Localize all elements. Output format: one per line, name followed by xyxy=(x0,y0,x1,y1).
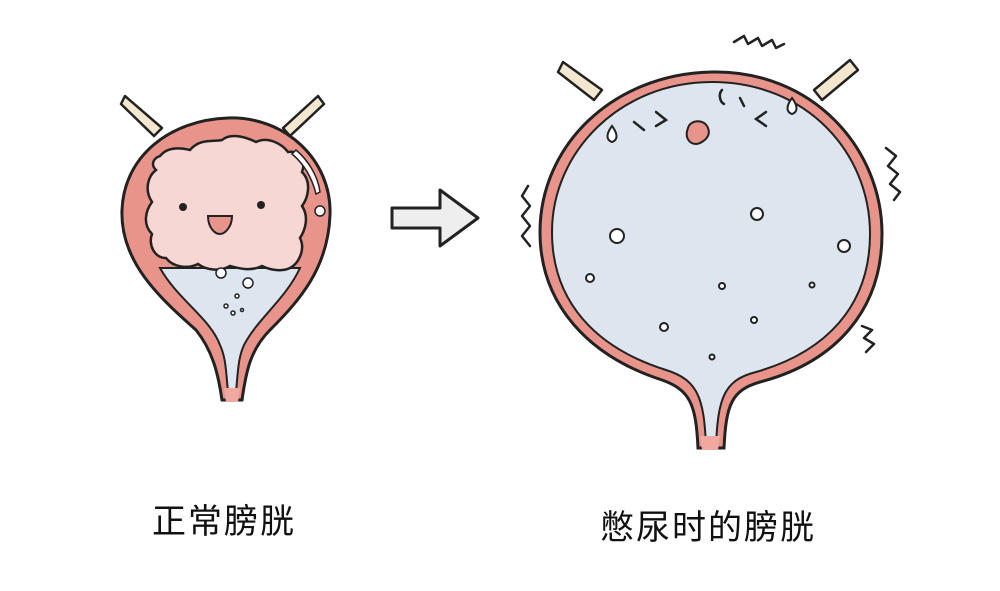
full-bladder-urine xyxy=(550,80,872,447)
full-urethra-tip xyxy=(700,436,720,450)
right-eye xyxy=(257,201,265,209)
right-ureter xyxy=(281,94,326,138)
normal-bladder-illustration xyxy=(119,94,332,402)
normal-bladder-caption: 正常膀胱 xyxy=(152,502,296,542)
shake-lines-icon xyxy=(520,34,902,354)
right-squint-eye xyxy=(753,110,768,128)
smile-mouth xyxy=(206,215,234,236)
normal-bubbles xyxy=(215,267,254,316)
full-right-ureter xyxy=(812,58,860,102)
full-bubbles xyxy=(585,207,851,361)
left-eye xyxy=(179,203,187,211)
full-face xyxy=(632,88,768,132)
arrow-right-icon xyxy=(390,188,480,248)
wall-highlight xyxy=(290,148,321,196)
left-squint-eye xyxy=(654,110,669,128)
right-brow xyxy=(718,88,726,106)
left-brow xyxy=(632,120,646,132)
full-bladder-caption: 憋尿时的膀胱 xyxy=(600,508,816,548)
open-mouth xyxy=(685,120,710,146)
normal-bladder-urine xyxy=(158,267,302,393)
full-left-ureter xyxy=(556,60,604,102)
left-ureter xyxy=(119,94,164,138)
full-bladder-illustration xyxy=(538,58,884,450)
sweat-drops xyxy=(606,96,798,144)
normal-bladder-lining xyxy=(144,134,310,272)
normal-urethra-tip xyxy=(224,388,240,402)
